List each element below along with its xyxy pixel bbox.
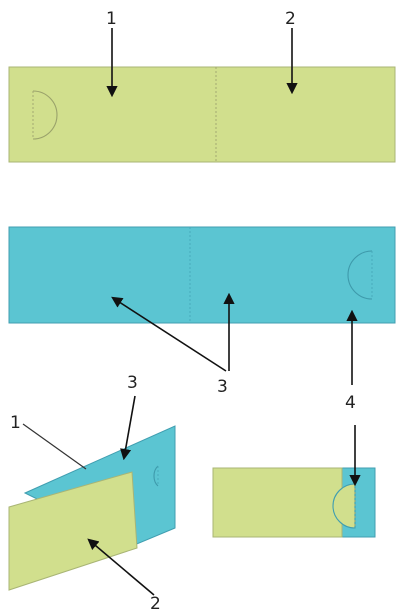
folded-booklet (8, 425, 176, 591)
folded-green-panel (8, 471, 138, 591)
top-label-2: 2 (285, 9, 296, 29)
top-label-1: 1 (106, 9, 117, 29)
middle-arrow-3-left (111, 296, 227, 372)
middle-label-4: 4 (345, 393, 356, 413)
bottom-label-1: 1 (10, 413, 21, 433)
green-strip-panel (8, 66, 396, 163)
bottom-guide-1 (22, 423, 87, 470)
folded-blue-tab-outline (153, 465, 159, 487)
blue-strip-tab-outline (347, 250, 373, 300)
bottom-arrow-3 (120, 395, 136, 461)
assembled-green-panel (212, 467, 343, 538)
middle-label-3: 3 (217, 377, 228, 397)
bottom-label-2: 2 (150, 594, 161, 612)
assembled-piece (212, 467, 376, 538)
green-strip-top (8, 66, 396, 163)
bottom-label-3: 3 (127, 373, 138, 393)
blue-strip-middle (8, 226, 396, 324)
bottom-arrow-2 (87, 538, 155, 596)
green-strip-tab-outline (32, 90, 58, 140)
blue-strip-panel (8, 226, 396, 324)
assembled-tab (332, 483, 356, 529)
